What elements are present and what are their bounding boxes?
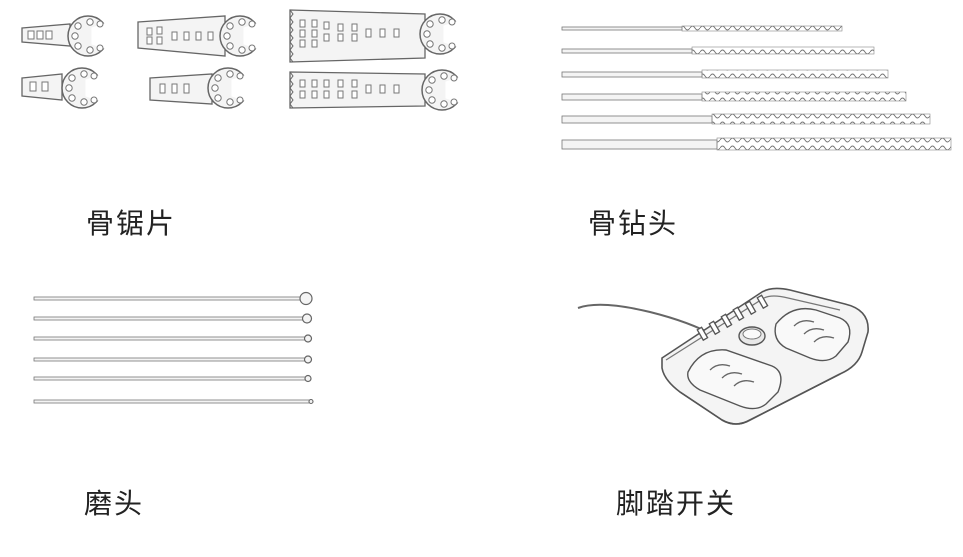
drill-bit-1 bbox=[561, 25, 843, 32]
foot-switch-illustration bbox=[577, 287, 869, 425]
drill-bit-6 bbox=[561, 137, 952, 151]
saw-blade-panel: 骨锯片 bbox=[0, 0, 480, 240]
foot-switch-label: 脚踏开关 bbox=[616, 487, 737, 520]
burr-illustration bbox=[33, 291, 314, 405]
drill-bit-panel: 骨钻头 bbox=[540, 0, 963, 260]
saw-blade-5 bbox=[149, 67, 251, 109]
saw-blade-label: 骨锯片 bbox=[86, 207, 177, 240]
drill-bit-5 bbox=[561, 113, 931, 125]
burr-1 bbox=[33, 291, 313, 306]
saw-blade-2 bbox=[137, 15, 263, 57]
burr-label: 磨头 bbox=[84, 487, 145, 520]
burr-3 bbox=[33, 334, 313, 343]
saw-blade-4 bbox=[21, 67, 105, 109]
foot-switch-body bbox=[661, 287, 869, 425]
burr-5 bbox=[33, 374, 312, 383]
foot-switch-cable bbox=[577, 303, 716, 337]
drill-bit-3 bbox=[561, 69, 889, 79]
drill-bit-2 bbox=[561, 46, 875, 55]
burr-2 bbox=[33, 313, 313, 324]
burr-panel: 磨头 bbox=[0, 270, 480, 557]
saw-blade-illustration bbox=[21, 9, 465, 111]
burr-6 bbox=[33, 398, 314, 405]
drill-bit-label: 骨钻头 bbox=[588, 207, 679, 240]
saw-blade-1 bbox=[21, 15, 111, 57]
saw-blade-6 bbox=[289, 69, 465, 111]
saw-blade-3 bbox=[289, 9, 463, 63]
drill-bit-illustration bbox=[561, 25, 952, 151]
foot-switch-panel: 脚踏开关 bbox=[540, 270, 963, 557]
burr-4 bbox=[33, 355, 313, 364]
drill-bit-4 bbox=[561, 91, 907, 102]
